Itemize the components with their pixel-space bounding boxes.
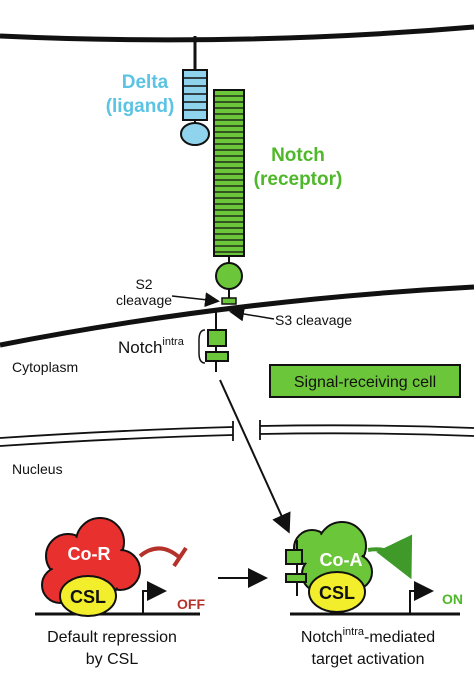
nuclear-envelope bbox=[0, 420, 474, 447]
notch-intracellular-domain bbox=[205, 312, 229, 372]
notch-intra-bound bbox=[285, 540, 307, 596]
translocation-arrow bbox=[219, 379, 291, 534]
off-label: OFF bbox=[177, 596, 205, 612]
signal-receiving-cell-box bbox=[269, 364, 461, 398]
s3-arrow bbox=[229, 306, 275, 322]
caption-left-line1: Default repression bbox=[47, 629, 177, 646]
inhibition-arrow bbox=[138, 546, 182, 560]
off-promoter-arrow bbox=[142, 581, 167, 614]
caption-right-line1: Notchintra-mediated bbox=[301, 626, 435, 646]
notch-receptor bbox=[213, 89, 245, 305]
receptor-label: (receptor) bbox=[254, 169, 343, 190]
sending-cell-membrane bbox=[0, 24, 474, 43]
s2-arrow bbox=[171, 292, 220, 308]
s2-cleavage-label: cleavage bbox=[116, 292, 172, 308]
co-r-label: Co-R bbox=[68, 544, 111, 564]
s3-label: S3 cleavage bbox=[275, 312, 352, 328]
notch-label: Notch bbox=[271, 145, 325, 166]
signal-receiving-cell-label: Signal-receiving cell bbox=[294, 374, 436, 391]
delta-ligand bbox=[180, 36, 210, 146]
s2-label: S2 bbox=[135, 276, 152, 292]
activation-complex bbox=[285, 521, 460, 616]
nucleus-label: Nucleus bbox=[12, 461, 63, 477]
co-a-label: Co-A bbox=[320, 550, 363, 570]
repression-complex bbox=[35, 517, 200, 617]
caption-left-line2: by CSL bbox=[86, 651, 139, 668]
csl-protein-left bbox=[59, 575, 117, 617]
cytoplasm-label: Cytoplasm bbox=[12, 359, 78, 375]
ligand-label: (ligand) bbox=[106, 96, 175, 117]
delta-label: Delta bbox=[122, 72, 169, 93]
notch-intra-bracket bbox=[198, 329, 206, 364]
csl-right-label: CSL bbox=[319, 583, 355, 603]
activation-arrow bbox=[367, 534, 413, 580]
csl-left-label: CSL bbox=[70, 587, 106, 607]
notch-intra-label: Notchintra bbox=[118, 336, 185, 357]
csl-protein-right bbox=[308, 571, 366, 613]
on-label: ON bbox=[442, 591, 463, 607]
on-promoter-arrow bbox=[409, 581, 434, 614]
caption-right-line2: target activation bbox=[312, 651, 425, 668]
receiving-cell-membrane bbox=[0, 284, 474, 348]
